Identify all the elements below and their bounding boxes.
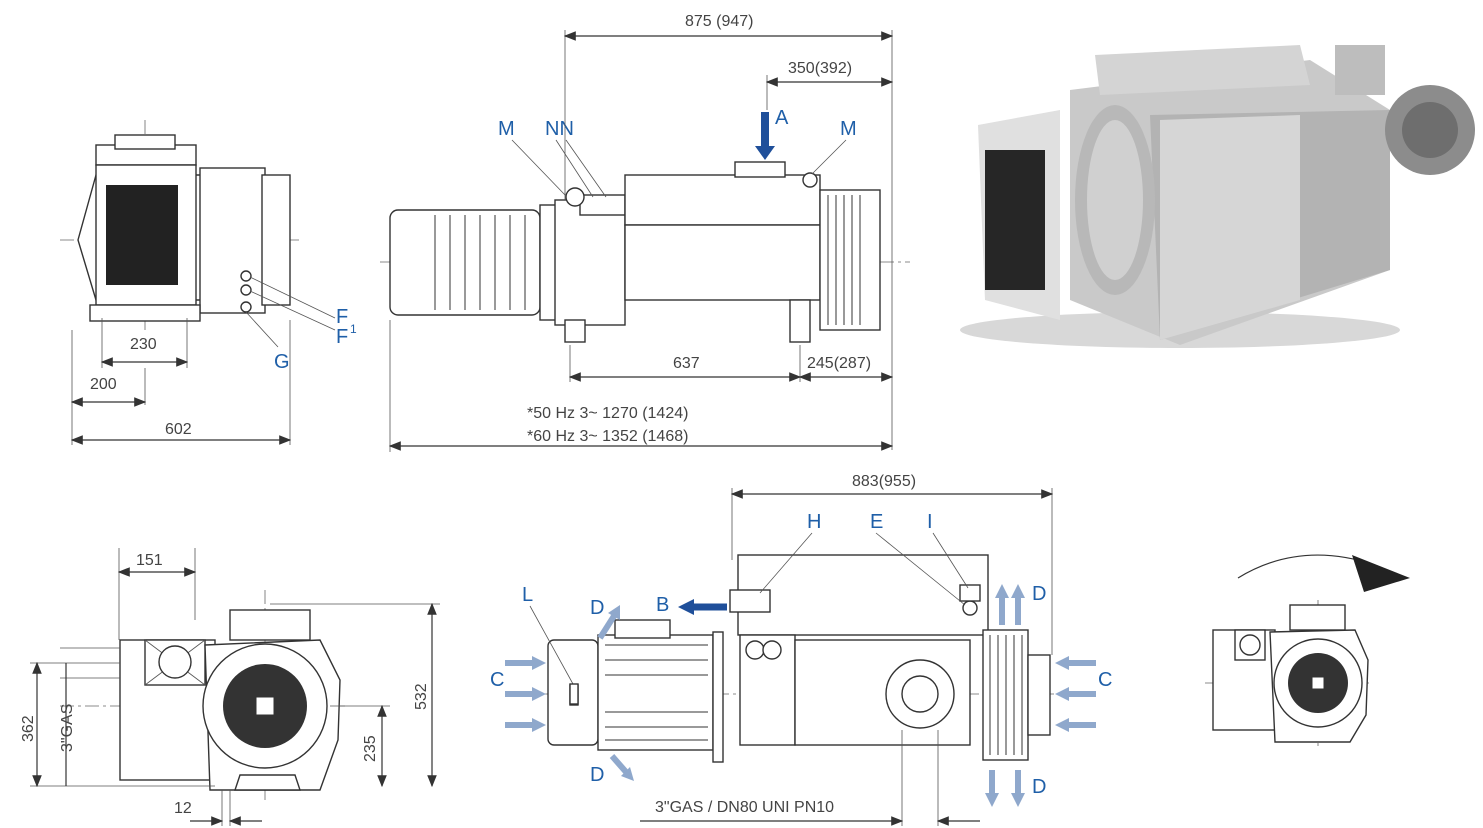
cooler-fins-side [827, 195, 861, 325]
label-M-right: M [840, 118, 857, 140]
dim-3gas: 3"GAS [59, 704, 76, 752]
dim-875: 875 (947) [685, 13, 754, 30]
label-D-top-left: D [590, 597, 604, 619]
label-B: B [656, 594, 669, 616]
label-H: H [807, 511, 821, 533]
label-C-left: C [490, 669, 504, 691]
motor-fins-bottom [605, 644, 708, 741]
dim-362: 362 [20, 715, 37, 742]
label-C-right: C [1098, 669, 1112, 691]
label-F1-superscript: 1 [350, 322, 357, 336]
dim-350: 350(392) [788, 60, 852, 77]
label-G: G [274, 351, 290, 373]
dim-60hz: *60 Hz 3~ 1352 (1468) [527, 428, 688, 445]
label-L: L [522, 584, 533, 606]
dim-dn80: 3"GAS / DN80 UNI PN10 [655, 799, 834, 816]
dim-50hz: *50 Hz 3~ 1270 (1424) [527, 405, 688, 422]
label-D-bottom-right: D [1032, 776, 1046, 798]
dim-151: 151 [136, 552, 163, 569]
label-NN: NN [545, 118, 574, 140]
label-A: A [775, 107, 789, 129]
dim-637: 637 [673, 355, 700, 372]
flow-arrows-C-right [1055, 656, 1096, 732]
dim-532: 532 [413, 683, 430, 710]
dim-230: 230 [130, 336, 157, 353]
end-view-top-left: F F 1 G 230 200 602 [60, 120, 357, 445]
rotation-arrow [1352, 555, 1410, 592]
label-D-bottom-left: D [590, 764, 604, 786]
dim-602: 602 [165, 421, 192, 438]
label-D-top-right: D [1032, 583, 1046, 605]
end-view-bottom-right [1205, 554, 1410, 750]
cooler-grille [106, 185, 178, 285]
cooler-fins-bottom [989, 635, 1023, 755]
dim-235: 235 [362, 735, 379, 762]
label-F1: F [336, 326, 348, 348]
motor-fins [434, 215, 526, 310]
dim-245: 245(287) [807, 355, 871, 372]
side-view-bottom: B C C D D D D L H E I 883(955) 3"GAS / D… [490, 473, 1112, 826]
label-I: I [927, 511, 933, 533]
side-view-top: A M NN M 875 (947) 350(392) 637 245(287)… [380, 13, 910, 452]
end-view-bottom-left: 151 12 362 3"GAS 235 532 [20, 548, 440, 826]
label-F: F [336, 306, 348, 328]
flow-arrows-D [597, 584, 1025, 807]
pump-photo [960, 45, 1475, 348]
flow-arrows-C-left [505, 656, 546, 732]
dim-883: 883(955) [852, 473, 916, 490]
dim-200: 200 [90, 376, 117, 393]
label-E: E [870, 511, 883, 533]
label-M-left: M [498, 118, 515, 140]
dim-12: 12 [174, 800, 192, 817]
